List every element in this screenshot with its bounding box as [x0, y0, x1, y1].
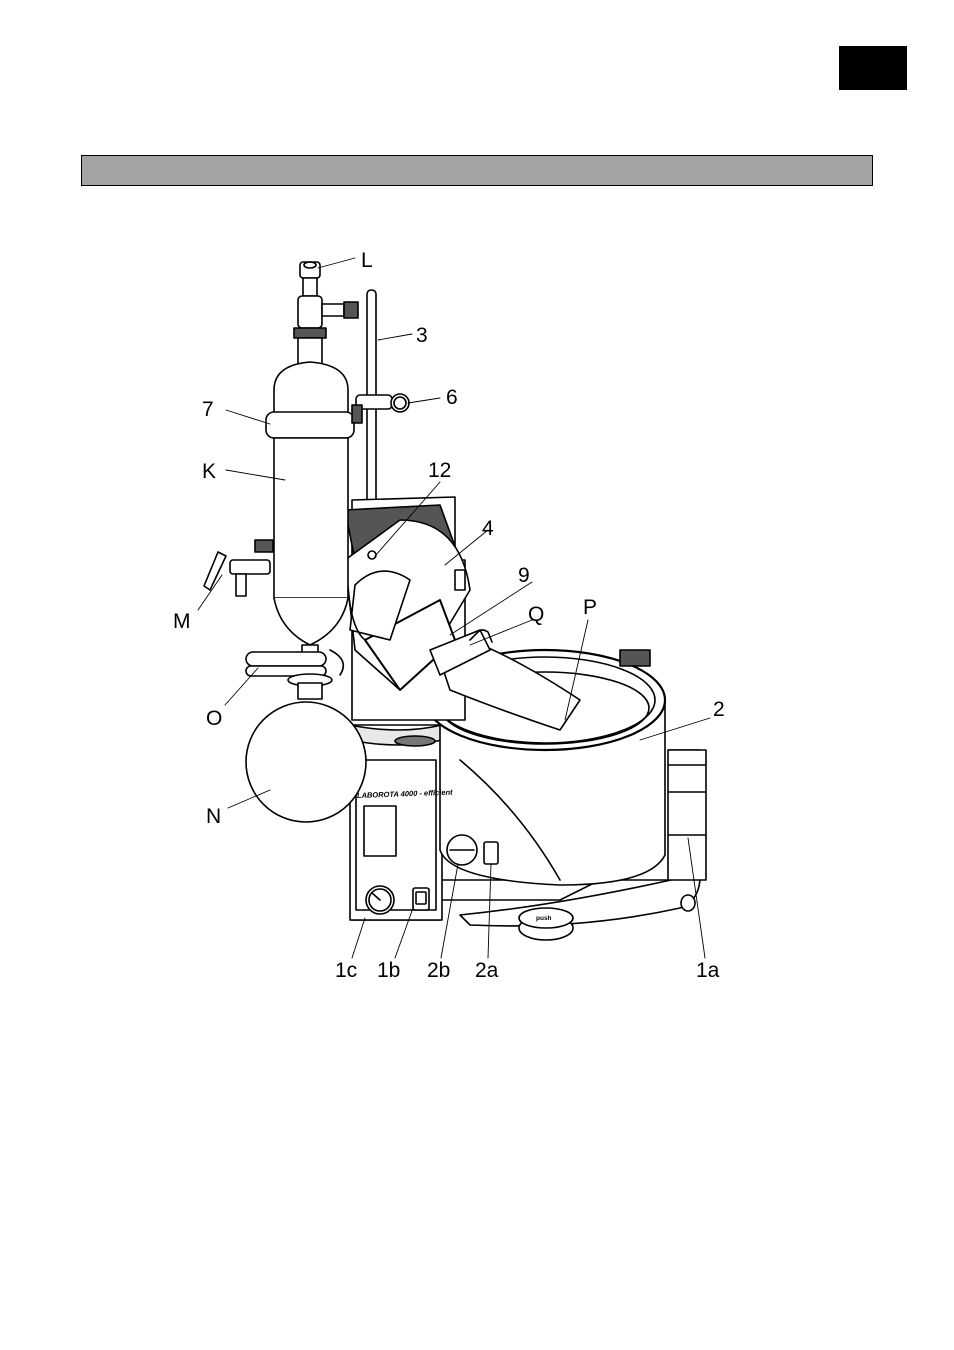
callout-12: 12	[428, 459, 451, 482]
callout-K: K	[202, 460, 216, 483]
callout-2b: 2b	[427, 959, 450, 982]
callout-3: 3	[416, 324, 428, 347]
callout-1b: 1b	[377, 959, 400, 982]
callout-4: 4	[482, 517, 494, 540]
stopcock	[204, 552, 270, 596]
callout-N: N	[206, 805, 221, 828]
callout-1a: 1a	[696, 959, 720, 982]
callout-Q: Q	[528, 603, 544, 626]
callout-6: 6	[446, 386, 458, 409]
push-button-label: push	[536, 915, 552, 922]
callout-L: L	[361, 249, 373, 272]
callout-O: O	[206, 707, 222, 730]
callout-P: P	[583, 596, 597, 619]
callout-M: M	[173, 610, 191, 633]
callout-2: 2	[713, 698, 725, 721]
callout-9: 9	[518, 564, 530, 587]
callout-1c: 1c	[335, 959, 357, 982]
callout-7: 7	[202, 398, 214, 421]
receiving-flask	[246, 683, 366, 822]
joint-clamp	[246, 650, 343, 686]
condenser	[255, 262, 365, 655]
callout-2a: 2a	[475, 959, 499, 982]
clamp	[352, 394, 409, 423]
